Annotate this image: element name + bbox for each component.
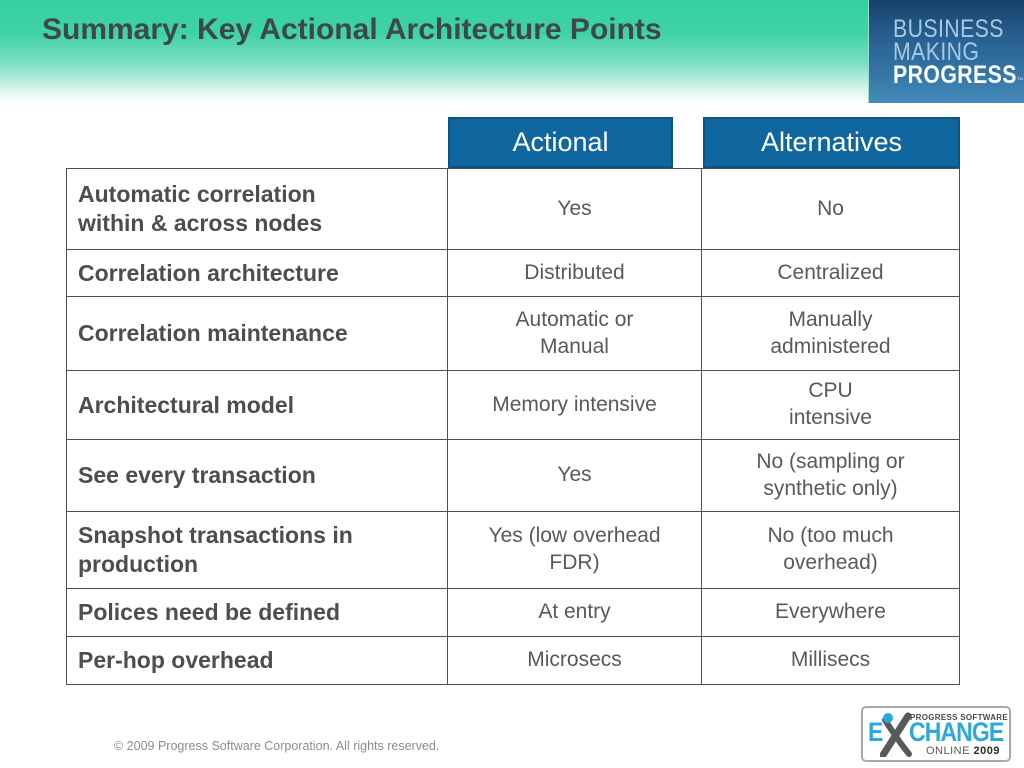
alternatives-value-cell: Manually administered bbox=[770, 307, 891, 358]
exchange-progress-software-label: PROGRESS SOFTWARE bbox=[910, 713, 1008, 722]
table-row: See every transaction Yes No (sampling o… bbox=[67, 440, 959, 512]
brand-line-business: BUSINESS bbox=[893, 15, 1004, 43]
actional-value-cell: Distributed bbox=[448, 250, 702, 296]
title-band: Summary: Key Actional Architecture Point… bbox=[0, 0, 1024, 103]
row-label-cell: Architectural model bbox=[67, 371, 448, 439]
actional-value-cell: Yes (low overhead FDR) bbox=[448, 512, 702, 588]
row-label-cell: Per-hop overhead bbox=[67, 637, 448, 684]
exchange-event-logo: PROGRESS SOFTWARE E CHANGE ONLINE 2009 bbox=[861, 706, 1011, 762]
row-label-cell: See every transaction bbox=[67, 440, 448, 511]
table-row: Correlation architecture Distributed Cen… bbox=[67, 250, 959, 297]
exchange-online-2009: ONLINE 2009 bbox=[926, 745, 1000, 757]
exchange-letters-change: CHANGE bbox=[909, 717, 1004, 747]
row-label-cell: Automatic correlation within & across no… bbox=[67, 169, 448, 249]
alternatives-value-cell: Centralized bbox=[777, 260, 884, 284]
table-row: Polices need be defined At entry Everywh… bbox=[67, 589, 959, 637]
row-label-cell: Snapshot transactions in production bbox=[67, 512, 448, 588]
header-spacer-cell bbox=[66, 117, 448, 168]
progress-brand-logo: BUSINESS MAKING PROGRESS™ bbox=[868, 0, 1024, 103]
table-row: Snapshot transactions in production Yes … bbox=[67, 512, 959, 589]
brand-line-progress: PROGRESS™ bbox=[893, 61, 1024, 89]
person-x-icon bbox=[879, 711, 912, 762]
table-header-row: Actional Alternatives bbox=[66, 117, 960, 168]
alternatives-value-cell: Millisecs bbox=[790, 648, 871, 672]
actional-value-cell: Microsecs bbox=[448, 637, 702, 684]
alternatives-value-cell: No (too much overhead) bbox=[767, 524, 894, 574]
row-label-cell: Correlation architecture bbox=[67, 250, 448, 296]
exchange-letter-e: E bbox=[868, 717, 883, 747]
year-label: 2009 bbox=[973, 745, 1000, 757]
row-label-cell: Correlation maintenance bbox=[67, 297, 448, 370]
actional-value-cell: Memory intensive bbox=[448, 371, 702, 439]
header-cell-alternatives: Alternatives bbox=[703, 117, 960, 168]
header-cell-actional: Actional bbox=[448, 117, 673, 168]
trademark-symbol: ™ bbox=[1016, 76, 1024, 85]
alternatives-value-cell: Everywhere bbox=[775, 600, 886, 624]
table-row: Per-hop overhead Microsecs Millisecs bbox=[67, 637, 959, 684]
actional-value-cell: Automatic or Manual bbox=[448, 297, 702, 370]
brand-tagline: BUSINESS MAKING PROGRESS™ bbox=[893, 15, 1024, 92]
footer-copyright: © 2009 Progress Software Corporation. Al… bbox=[114, 739, 440, 753]
alternatives-value-cell: No (sampling or synthetic only) bbox=[756, 449, 905, 500]
brand-line-making: MAKING bbox=[893, 38, 980, 66]
table-row: Architectural model Memory intensive CPU… bbox=[67, 371, 959, 440]
actional-value-cell: Yes bbox=[448, 169, 702, 249]
actional-value-cell: Yes bbox=[448, 440, 702, 511]
table-row: Automatic correlation within & across no… bbox=[67, 169, 959, 250]
actional-value-cell: At entry bbox=[448, 589, 702, 636]
alternatives-value-cell: CPU intensive bbox=[789, 379, 872, 429]
alternatives-value-cell: No bbox=[817, 196, 844, 220]
page-title: Summary: Key Actional Architecture Point… bbox=[42, 13, 662, 46]
online-label: ONLINE bbox=[926, 745, 974, 757]
comparison-table: Actional Alternatives Automatic correlat… bbox=[66, 117, 960, 685]
table-row: Correlation maintenance Automatic or Man… bbox=[67, 297, 959, 371]
row-label-cell: Polices need be defined bbox=[67, 589, 448, 636]
table-body: Automatic correlation within & across no… bbox=[66, 168, 960, 685]
